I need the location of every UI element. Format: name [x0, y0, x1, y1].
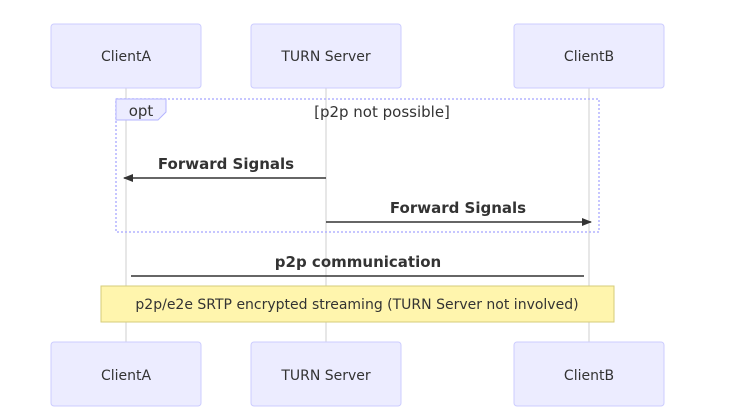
message-forward-signals-to-a-label: Forward Signals [158, 155, 294, 173]
actor-client-a-label-bottom: ClientA [101, 368, 152, 384]
note: p2p/e2e SRTP encrypted streaming (TURN S… [100, 285, 615, 323]
opt-frame [115, 98, 600, 233]
actor-turn-server-top: TURN Server [250, 23, 402, 89]
actor-client-a-bottom: ClientA [50, 341, 202, 407]
actor-client-b-label-bottom: ClientB [564, 368, 614, 384]
actor-client-b-label: ClientB [564, 49, 614, 65]
opt-tag [115, 98, 167, 121]
opt-block: opt [p2p not possible] [115, 98, 600, 233]
actor-turn-server-label-bottom: TURN Server [280, 368, 371, 384]
actor-turn-server-bottom: TURN Server [250, 341, 402, 407]
actor-client-a-label: ClientA [101, 49, 152, 65]
message-forward-signals-to-b-label: Forward Signals [390, 199, 526, 217]
message-p2p-communication-label: p2p communication [275, 253, 441, 271]
note-text: p2p/e2e SRTP encrypted streaming (TURN S… [135, 297, 578, 313]
actor-client-b-top: ClientB [513, 23, 665, 89]
actor-client-a-top: ClientA [50, 23, 202, 89]
opt-tag-label: opt [129, 102, 154, 120]
actor-turn-server-label: TURN Server [280, 49, 371, 65]
actor-client-b-bottom: ClientB [513, 341, 665, 407]
opt-condition: [p2p not possible] [314, 103, 450, 121]
